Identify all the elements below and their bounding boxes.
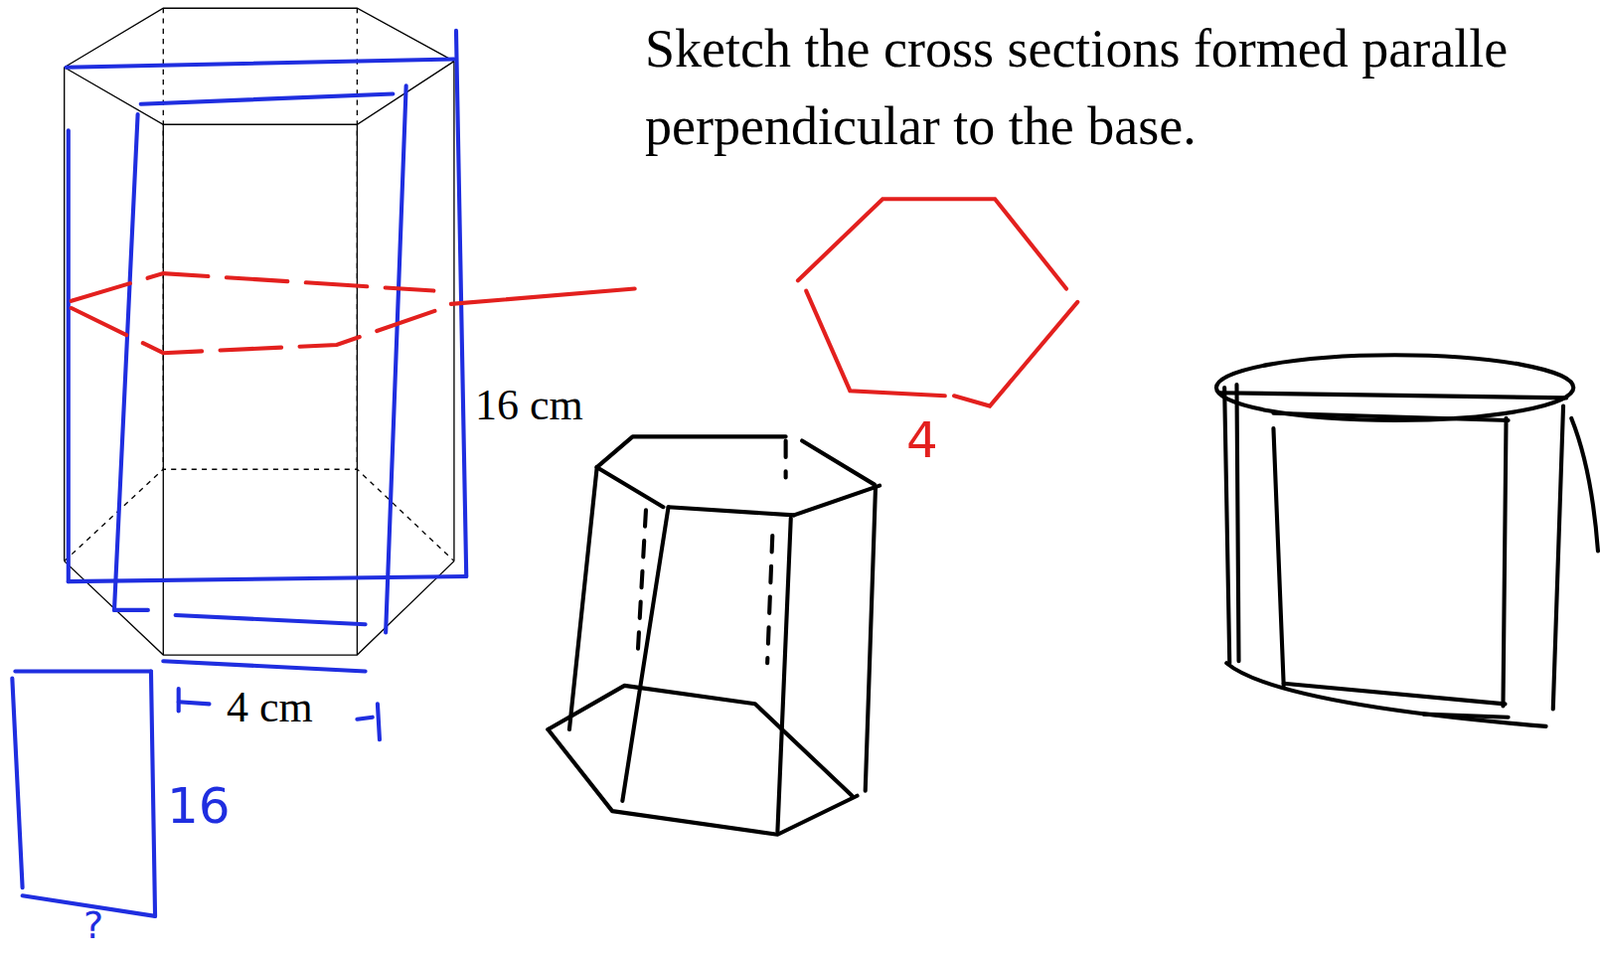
prism-sketch bbox=[547, 436, 880, 834]
blue-annotation bbox=[11, 30, 467, 917]
unknown-width: ? bbox=[83, 906, 104, 945]
height-dimension: 16 cm bbox=[475, 383, 584, 428]
hexagonal-prism bbox=[64, 7, 455, 655]
edge-dimension: 4 cm bbox=[226, 685, 314, 730]
side-length: 4 bbox=[906, 415, 939, 466]
height-label: 16 bbox=[166, 781, 231, 831]
cylinder-sketch bbox=[1216, 354, 1599, 727]
instruction-text: Sketch the cross sections formed paralle… bbox=[644, 9, 1600, 165]
red-annotation bbox=[71, 198, 1078, 406]
